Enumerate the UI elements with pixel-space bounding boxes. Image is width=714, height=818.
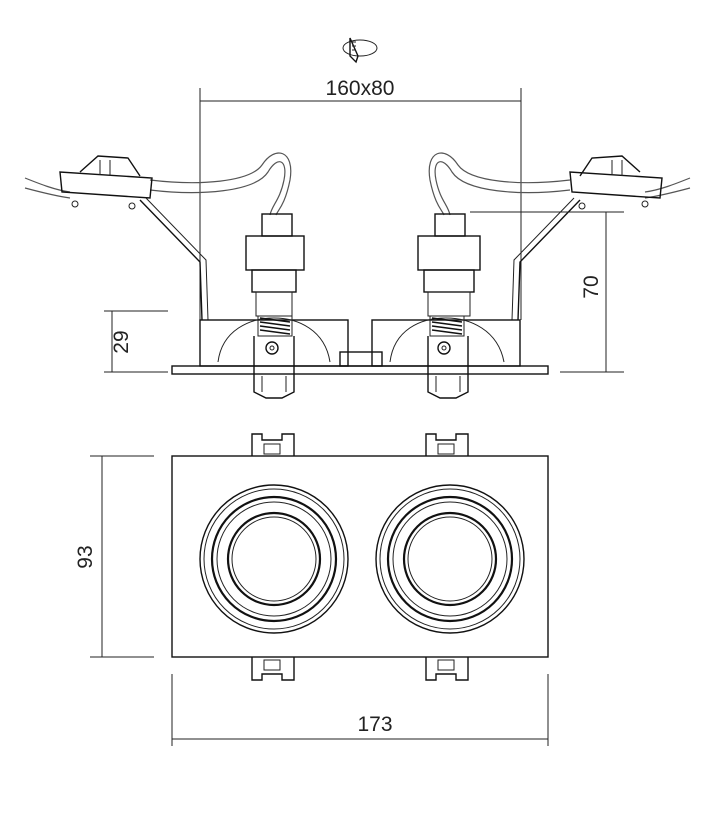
cutout-dimension-label: 160x80 bbox=[326, 77, 395, 100]
right-spring-coil bbox=[429, 315, 465, 337]
top-clips bbox=[251, 433, 469, 456]
height-dimension-label: 70 bbox=[580, 275, 603, 298]
recess-dimension-label: 29 bbox=[110, 330, 133, 353]
saw-cutout-icon bbox=[342, 37, 378, 64]
left-spring-coil bbox=[257, 315, 293, 337]
recess-dimension: 29 bbox=[104, 310, 168, 373]
side-view bbox=[24, 152, 691, 399]
bottom-clips bbox=[251, 657, 469, 681]
length-dimension: 173 bbox=[171, 674, 549, 746]
length-dimension-label: 173 bbox=[357, 713, 392, 736]
right-spotlight bbox=[375, 484, 525, 634]
left-spotlight bbox=[199, 484, 349, 634]
width-dimension-label: 93 bbox=[74, 545, 97, 568]
top-view bbox=[171, 433, 549, 681]
height-dimension: 70 bbox=[470, 211, 624, 373]
cutout-dimension: 160x80 bbox=[199, 77, 522, 320]
width-dimension: 93 bbox=[74, 455, 154, 658]
